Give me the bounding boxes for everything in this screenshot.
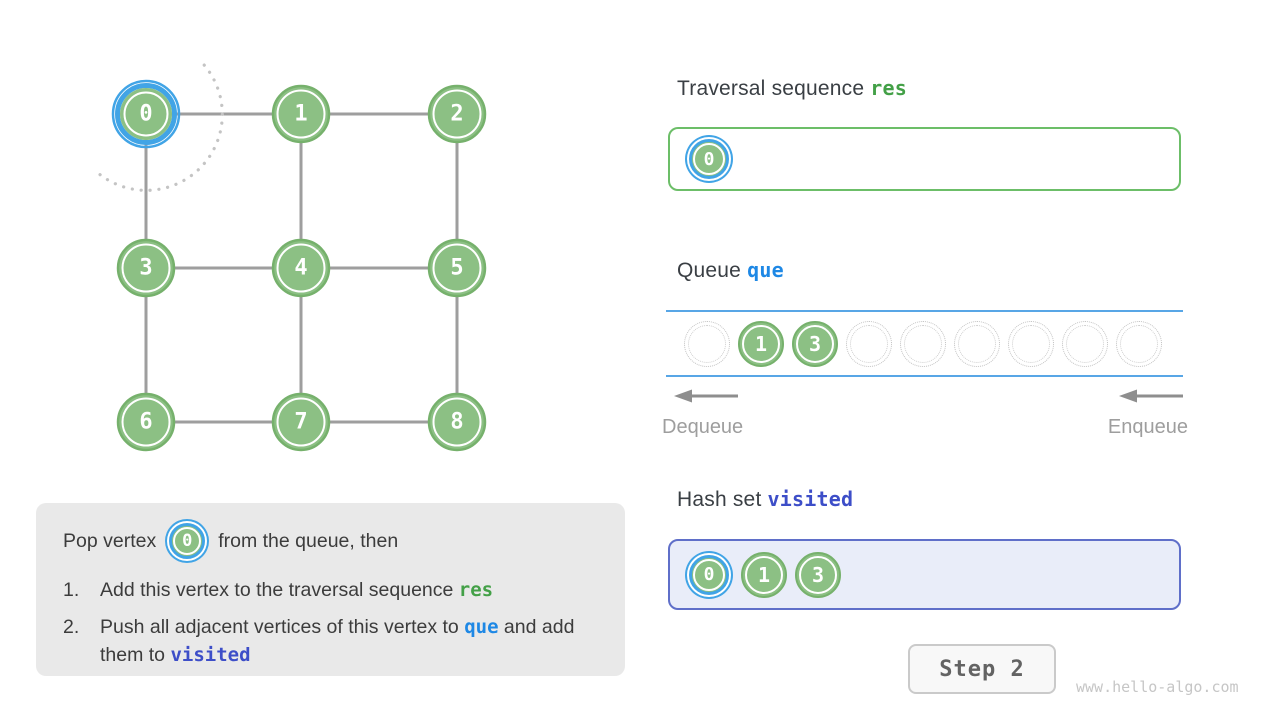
graph-vertex-label: 8	[450, 410, 463, 435]
graph-vertex-label: 2	[450, 102, 463, 127]
note-intro-text: Pop vertex	[63, 529, 157, 552]
graph-canvas: 0 1 2 3 4 5 6 7 8	[93, 63, 487, 452]
graph-vertex-4: 4	[271, 238, 331, 298]
queue-title: Queue	[677, 259, 748, 282]
note-list-item-2: 2. Push all adjacent vertices of this ver…	[63, 613, 605, 669]
queue-empty-slot-6	[1008, 320, 1054, 367]
vertex-badge-3: 3	[792, 320, 838, 367]
note-list-marker: 2.	[63, 616, 80, 638]
queue-empty-slot-0	[684, 320, 730, 367]
queue-empty-slot-8	[1116, 320, 1162, 367]
graph-vertex-1: 1	[271, 84, 331, 144]
queue-heading: Queue que	[677, 258, 784, 283]
note-list-text: Add this vertex to the traversal sequenc…	[100, 576, 592, 604]
traversal-sequence-box: 0	[668, 127, 1181, 191]
queue-empty-slot-4	[900, 320, 946, 367]
vertex-badge-3: 3	[795, 551, 841, 598]
step-button[interactable]: Step 2	[908, 644, 1056, 694]
note-intro-text: from the queue, then	[218, 529, 399, 552]
dequeue-label: Dequeue	[662, 416, 744, 438]
graph-vertex-label: 7	[294, 410, 307, 435]
note-list-text: Push all adjacent vertices of this verte…	[100, 613, 592, 669]
watermark: www.hello-algo.com	[1076, 678, 1239, 696]
graph-vertex-5: 5	[427, 238, 487, 298]
vertex-badge-0: 0	[689, 554, 729, 595]
vertex-badge-1: 1	[741, 551, 787, 598]
note-list: 1. Add this vertex to the traversal seque…	[63, 576, 605, 669]
graph-vertex-label: 3	[139, 256, 152, 281]
note-text: and add them to	[100, 616, 575, 666]
bfs-frontier-dotted-arc	[93, 63, 224, 192]
graph-vertex-2: 2	[427, 84, 487, 144]
dequeue-arrow-icon	[674, 389, 738, 403]
vertex-badge-0: 0	[169, 523, 206, 559]
queue-empty-slot-3	[846, 320, 892, 367]
graph-vertex-label: 5	[450, 256, 463, 281]
queue-empty-slot-7	[1062, 320, 1108, 367]
graph-vertex-6: 6	[116, 392, 176, 452]
code-que: que	[464, 616, 499, 638]
traversal-heading: Traversal sequence res	[677, 76, 907, 101]
note-text: Add this vertex to the traversal sequenc…	[100, 579, 459, 601]
graph-vertex-3: 3	[116, 238, 176, 298]
graph-vertex-0: 0	[111, 79, 181, 149]
vertex-badge-1: 1	[738, 320, 784, 367]
traversal-title: Traversal sequence	[677, 77, 871, 100]
enqueue-label: Enqueue	[1107, 416, 1188, 438]
code-res: res	[458, 579, 494, 601]
note-list-item-1: 1. Add this vertex to the traversal seque…	[63, 576, 605, 604]
graph-vertex-label: 0	[139, 102, 152, 127]
hashset-var: visited	[767, 487, 854, 511]
hashset-heading: Hash set visited	[677, 487, 853, 512]
enqueue-arrow-icon	[1119, 389, 1183, 403]
queue-var: que	[747, 258, 784, 282]
vertex-badge-0: 0	[689, 139, 729, 179]
queue-empty-slot-5	[954, 320, 1000, 367]
graph-vertex-7: 7	[271, 392, 331, 452]
step-description-box: Pop vertex 0 from the queue, then 1. Add th…	[36, 503, 625, 676]
note-intro: Pop vertex 0 from the queue, then	[63, 518, 605, 564]
graph-vertex-label: 6	[139, 410, 152, 435]
graph-vertex-label: 1	[294, 102, 307, 127]
graph-vertices: 0 1 2 3 4 5 6 7 8	[111, 79, 487, 452]
traversal-var: res	[870, 76, 908, 100]
graph-vertex-8: 8	[427, 392, 487, 452]
code-visited: visited	[170, 644, 251, 666]
hashset-title: Hash set	[677, 488, 768, 511]
graph-vertex-label: 4	[294, 256, 307, 281]
note-list-marker: 1.	[63, 579, 80, 601]
note-text: Push all adjacent vertices of this verte…	[100, 616, 465, 638]
